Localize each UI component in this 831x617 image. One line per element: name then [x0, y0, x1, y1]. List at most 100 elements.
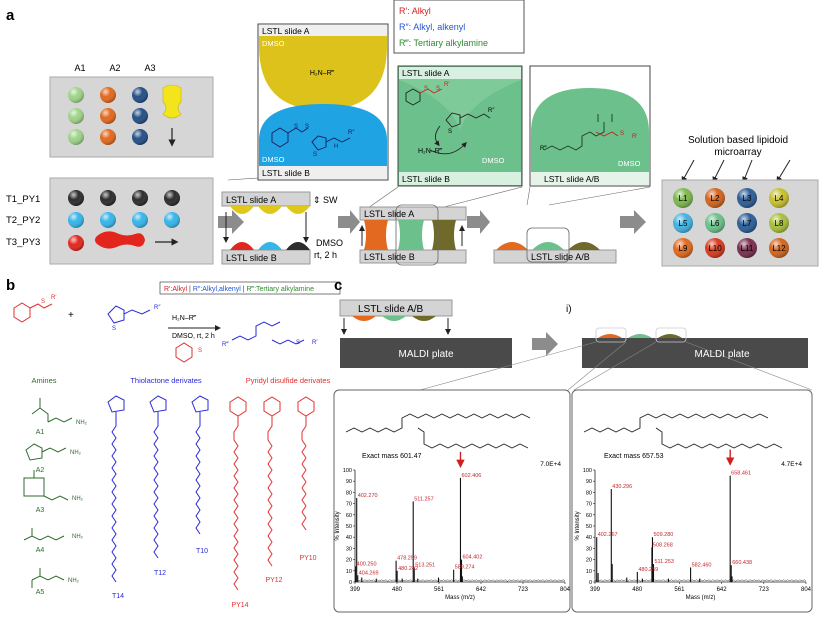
svg-text:NH₂: NH₂: [76, 420, 88, 426]
zoom-line: [439, 186, 523, 209]
y-tick-label: 70: [586, 502, 592, 508]
c-left-assembly: [339, 299, 512, 368]
y-tick-label: 10: [586, 569, 592, 575]
y-tick-label: 80: [586, 490, 592, 496]
y-tick-label: 0: [349, 580, 352, 586]
b-legend-r3: R‴:Tertiary alkylamine: [247, 286, 315, 293]
svg-text:R′: R′: [632, 134, 638, 140]
peak-label: 430.296: [612, 484, 632, 490]
svg-text:R′: R′: [312, 340, 318, 346]
c-process-arrow: [532, 332, 558, 356]
microarray-spot-label: L1: [679, 194, 688, 203]
y-tick-label: 100: [343, 468, 352, 474]
microarray-spot-label: L5: [679, 219, 688, 228]
tpy-droplets: [68, 190, 180, 251]
array-title-2: microarray: [714, 147, 761, 158]
b-conditions: DMSO, rt, 2 h: [172, 333, 215, 340]
mid-inset-molecule: [405, 88, 491, 155]
right-inset-drop: [531, 88, 649, 172]
spectrum-2-exact-mass: Exact mass 657.53: [604, 453, 664, 460]
y-tick-label: 60: [586, 513, 592, 519]
peak-label: 404.269: [359, 570, 379, 576]
peak-label: 604.402: [463, 555, 483, 561]
c-right-assembly: [419, 327, 813, 391]
svg-text:R″: R″: [154, 305, 161, 311]
amine-a1: A1: [36, 429, 45, 436]
dmso-blue: [259, 104, 387, 166]
svg-text:R′:Alkyl | R″:Alkyl,alkenyl |: R′:Alkyl | R″:Alkyl,alkenyl | R‴:Tertiar…: [164, 286, 314, 293]
y-tick-label: 40: [586, 535, 592, 541]
peak-label: 509.280: [653, 532, 673, 538]
right-inset-dmso: DMSO: [618, 159, 641, 168]
y-tick-label: 90: [346, 479, 352, 485]
b-legend-r2: R″:Alkyl,alkenyl: [193, 286, 241, 293]
c-slide-label: LSTL slide A/B: [358, 304, 424, 315]
b-reagent: H₂N–R‴: [172, 315, 197, 322]
step1-sw: ⇕ SW: [313, 195, 338, 205]
svg-text:S: S: [424, 86, 428, 92]
peak-label: 480.259: [638, 567, 658, 573]
microarray-spot-label: L4: [775, 194, 784, 203]
x-tick-label: 399: [590, 587, 601, 593]
pyridyl-structures: [229, 396, 315, 591]
svg-text:R″: R″: [488, 108, 495, 114]
y-axis-label: % Intensity: [575, 511, 581, 540]
y-tick-label: 30: [346, 546, 352, 552]
peak-label: 589.274: [455, 565, 475, 571]
b-group-pyridyls: Pyridyl disulfide derivates: [246, 376, 331, 385]
c-plate-label-right: MALDI plate: [694, 349, 749, 360]
amine-structures: [23, 398, 73, 588]
pyridyl-py12: PY12: [265, 577, 282, 584]
svg-text:S: S: [436, 86, 440, 92]
b-reaction-scheme: [13, 302, 305, 363]
y-tick-label: 60: [346, 513, 352, 519]
mid-inset-amine: H₂N–R‴: [418, 148, 443, 155]
spectrum-2-molecule: [583, 413, 783, 449]
c-step-label: i): [566, 304, 572, 315]
svg-text:H: H: [334, 144, 338, 150]
zoom-line: [227, 177, 259, 181]
x-tick-label: 642: [476, 587, 487, 593]
peak-label: 402.270: [358, 493, 378, 499]
step1-cond-1: DMSO: [316, 238, 343, 248]
col-label-a2: A2: [109, 63, 120, 73]
svg-text:NH₂: NH₂: [70, 450, 82, 456]
row-label-3: T3_PY3: [6, 237, 40, 248]
microarray-spot-label: L8: [775, 219, 784, 228]
svg-text:S: S: [313, 152, 317, 158]
svg-text:R′: R′: [444, 82, 450, 88]
peak-label: 602.406: [461, 473, 481, 479]
top-inset-dmso-bottom: DMSO: [262, 155, 285, 164]
y-tick-label: 50: [346, 524, 352, 530]
svg-text:R″: R″: [348, 130, 355, 136]
x-tick-label: 480: [632, 587, 643, 593]
peak-label: 513.251: [415, 562, 435, 568]
legend-r1: R′: Alkyl: [399, 6, 431, 16]
top-inset-slide-b: LSTL slide B: [262, 168, 310, 178]
y-tick-label: 70: [346, 502, 352, 508]
pyridyl-py10: PY10: [299, 555, 316, 562]
step1-slide-b: LSTL slide B: [226, 253, 277, 263]
y-tick-label: 80: [346, 490, 352, 496]
thiolactone-t12: T12: [154, 570, 166, 577]
microarray-spot-label: L11: [741, 244, 754, 253]
peak-label: 658.461: [731, 471, 751, 477]
peak-label: 400.250: [357, 561, 377, 567]
r-legend: [393, 0, 525, 54]
svg-text:NH₂: NH₂: [68, 578, 80, 584]
step2-slide-a: LSTL slide A: [364, 209, 414, 219]
microarray-spot-label: L6: [711, 219, 720, 228]
peak-label: 511.257: [414, 496, 433, 502]
microarray-spot-label: L12: [772, 244, 786, 253]
step2-slide-b: LSTL slide B: [364, 252, 415, 262]
x-tick-label: 804: [560, 587, 571, 593]
amine-droplets: [68, 84, 182, 147]
right-inset-slide: LSTL slide A/B: [544, 174, 600, 184]
spectrum-panel-2: [571, 389, 813, 613]
step1-slide-a: LSTL slide A: [226, 195, 276, 205]
col-label-a3: A3: [144, 63, 155, 73]
step3-assembly: [493, 227, 617, 264]
row-label-2: T2_PY2: [6, 215, 40, 226]
legend-r2: R″: Alkyl, alkenyl: [399, 22, 465, 32]
